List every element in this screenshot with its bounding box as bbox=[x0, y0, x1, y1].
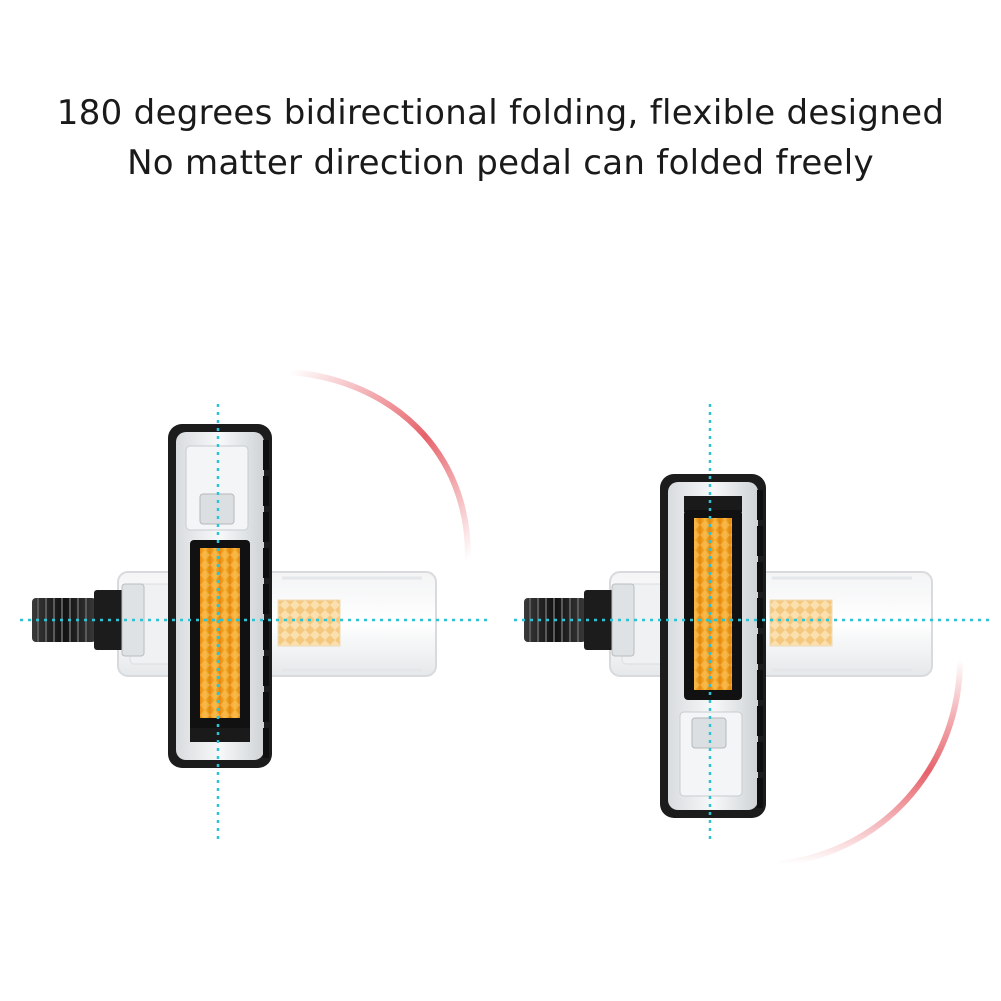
right-guide-lines bbox=[514, 404, 990, 842]
left-rotation-arc bbox=[287, 369, 472, 563]
caption-line-1: 180 degrees bidirectional folding, flexi… bbox=[56, 93, 945, 133]
right-pedal-folded bbox=[660, 474, 766, 818]
left-guide-lines bbox=[20, 404, 492, 840]
left-spindle bbox=[32, 583, 145, 657]
left-pedal bbox=[20, 369, 492, 840]
caption-line-2: No matter direction pedal can folded fre… bbox=[127, 143, 874, 183]
right-rotation-arc bbox=[777, 657, 963, 867]
right-pedal bbox=[514, 404, 990, 867]
right-pedal-body bbox=[609, 571, 933, 677]
left-pedal-body bbox=[117, 571, 437, 677]
left-pedal-folded bbox=[168, 424, 272, 768]
